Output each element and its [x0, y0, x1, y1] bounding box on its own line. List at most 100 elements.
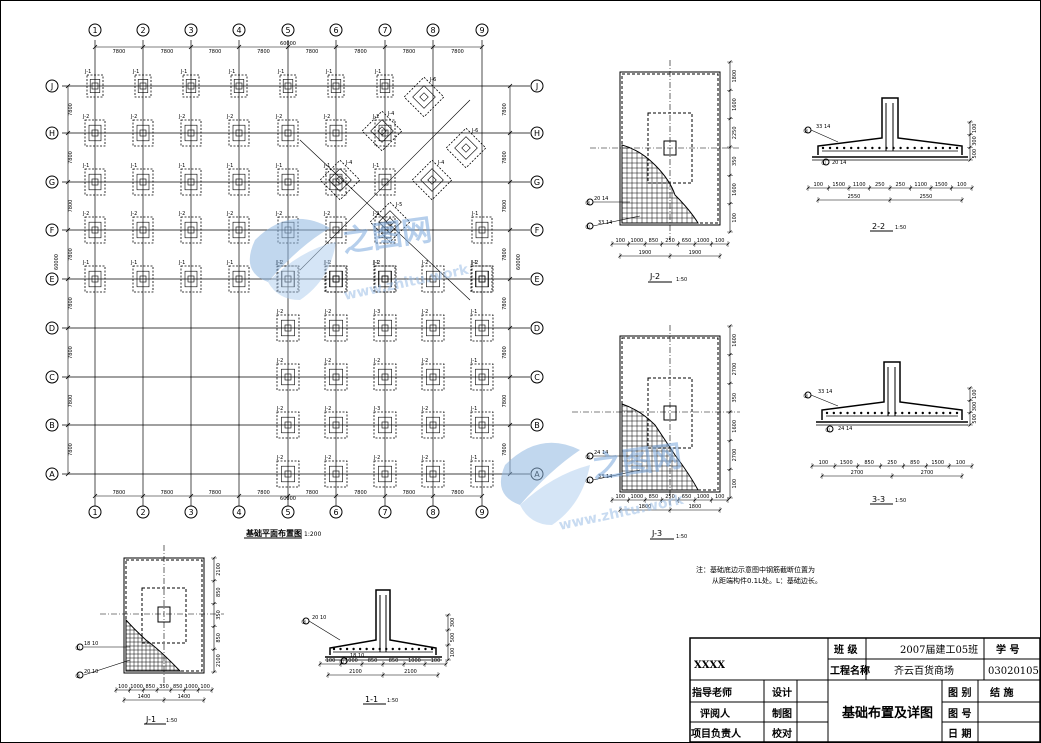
grid-bubble-1	[88, 505, 102, 519]
footing-label: J-4	[437, 160, 444, 166]
footing-label: J-5	[395, 202, 402, 208]
dim-value: 100	[616, 494, 626, 500]
grid-letter-C: C	[534, 373, 540, 382]
dim-value: 250	[875, 182, 885, 188]
footing-label: J-1	[323, 163, 330, 169]
rebar-dot	[942, 411, 945, 415]
tb-draw: 制图	[772, 707, 792, 720]
dim-value: 2100	[216, 563, 222, 576]
footing: J-3	[373, 309, 397, 342]
x-spacing-bottom: 7800	[209, 490, 222, 496]
grid-letter-E: E	[534, 275, 539, 284]
section-1-1-rebars	[332, 647, 434, 651]
dim-value: 1400	[138, 694, 151, 700]
footing-label: J-1	[226, 163, 233, 169]
tb-xxxx: XXXX	[694, 660, 725, 671]
y-spacing-left: 7800	[68, 297, 74, 310]
dim-value: 1100	[853, 182, 866, 188]
grid-bubble-7	[378, 505, 392, 519]
dim-value: 250	[887, 460, 897, 466]
rebar-dot	[906, 146, 909, 150]
dim-value: 1900	[689, 250, 702, 256]
grid-number-9: 9	[479, 508, 484, 517]
tb-student-no-value: 03020105	[988, 666, 1039, 677]
rebar-dot	[892, 146, 895, 150]
grid-number-3: 3	[188, 26, 193, 35]
footing-label: J-2	[82, 211, 89, 217]
footing: J-2	[324, 455, 348, 488]
x-spacing-top: 7800	[354, 49, 367, 55]
footing: J-1	[178, 260, 202, 293]
rebar-dot	[913, 146, 916, 150]
rebar-dot	[880, 411, 883, 415]
dim-value: 300	[450, 618, 456, 628]
footing-label: J-2	[226, 211, 233, 217]
j3-rebar-a: 24 14	[594, 450, 608, 456]
sec33-marker-bot: ①	[825, 427, 830, 434]
footing-label: J-2	[178, 211, 185, 217]
dim-value: 1000	[130, 684, 143, 690]
footing-label: J-1	[178, 260, 185, 266]
x-spacing-bottom: 7800	[354, 490, 367, 496]
tb-student-no-label: 学 号	[996, 643, 1019, 656]
footing-label: J-1	[372, 260, 379, 266]
dim-value: 2700	[732, 363, 738, 376]
footing-label: J-2	[421, 358, 428, 364]
footing: J-1	[470, 455, 494, 488]
j1-rebar-a: 18 10	[84, 641, 98, 647]
rebar-dot	[887, 411, 890, 415]
footing: J-2	[373, 455, 397, 488]
footing-label: J-2	[276, 358, 283, 364]
rebar-dot	[941, 146, 945, 150]
dim-value: 1600	[732, 98, 738, 111]
tb-project-value: 齐云百货商场	[894, 664, 954, 677]
y-spacing-left: 7800	[68, 151, 74, 164]
rebar-dot	[878, 146, 881, 150]
footing: J-1	[228, 69, 248, 98]
j1-scale: 1:50	[166, 718, 177, 724]
dim-value: 250	[665, 494, 675, 500]
dim-value: 100	[956, 460, 966, 466]
j2-marker-b: ①	[585, 224, 590, 231]
diagonal-axis	[299, 139, 471, 301]
grid-number-8: 8	[430, 508, 435, 517]
rebar-dot	[339, 647, 342, 651]
grid-bubble-5	[281, 23, 295, 37]
footing: J-2	[323, 114, 347, 147]
grid-number-6: 6	[333, 508, 338, 517]
j2-marker-a: ②	[585, 200, 591, 207]
footing-label: J-2	[471, 260, 478, 266]
dim-value: 250	[665, 238, 675, 244]
rebar-dot	[424, 647, 427, 651]
sec11-marker-top: ②	[301, 619, 307, 626]
dim-value: 2100	[216, 654, 222, 667]
grid-bubble-J	[530, 79, 544, 93]
footing-label: J-1	[277, 69, 284, 75]
tb-advisor: 指导老师	[692, 686, 732, 699]
dim-value: 350	[159, 684, 169, 690]
grid-letter-G: G	[534, 178, 540, 187]
grid-bubble-J	[45, 79, 59, 93]
footing-label: J-3	[373, 406, 380, 412]
footing-label: J-1	[325, 69, 332, 75]
dim-value: 350	[216, 610, 222, 620]
tb-date-label: 日 期	[948, 727, 971, 740]
x-spacing-top: 7800	[161, 49, 174, 55]
footing: J-1	[471, 211, 493, 244]
dim-value: 1800	[689, 504, 702, 510]
footing-label: J-1	[470, 358, 477, 364]
dim-value: 2700	[732, 449, 738, 462]
grid-bubble-4	[232, 23, 246, 37]
rebar-dot	[885, 146, 888, 150]
sec22-scale: 1:50	[895, 225, 906, 231]
dim-value: 1400	[178, 694, 191, 700]
dim-value: 1800	[639, 504, 652, 510]
